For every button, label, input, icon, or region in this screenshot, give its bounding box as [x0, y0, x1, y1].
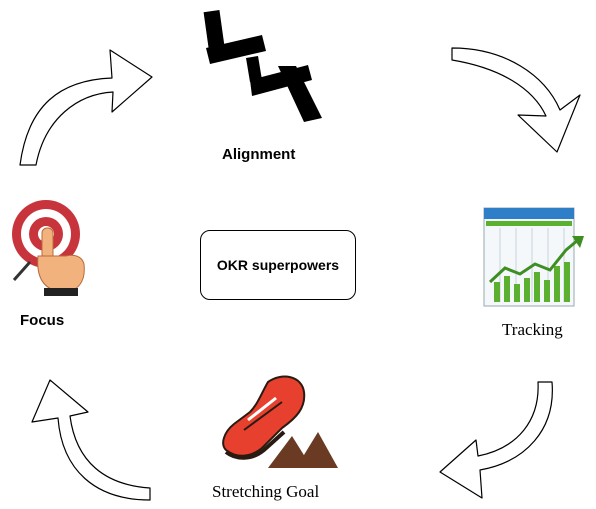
- node-label-alignment: Alignment: [222, 146, 296, 163]
- chart-tracking-icon: [483, 207, 584, 307]
- node-label-stretching-goal: Stretching Goal: [212, 482, 320, 501]
- cycle-arrow-bottom-left: [31, 379, 151, 501]
- running-shoe-mountains-icon: [222, 375, 338, 468]
- center-box: OKR superpowers: [200, 230, 356, 300]
- cycle-arrow-top-right: [451, 47, 581, 153]
- cycle-arrow-bottom-right: [439, 381, 553, 499]
- cycle-arrow-top-left: [19, 49, 153, 166]
- node-label-focus: Focus: [20, 312, 65, 329]
- target-hand-icon: [12, 200, 85, 296]
- alignment-icon: [203, 10, 322, 122]
- center-label: OKR superpowers: [216, 257, 340, 273]
- node-label-tracking: Tracking: [502, 320, 563, 339]
